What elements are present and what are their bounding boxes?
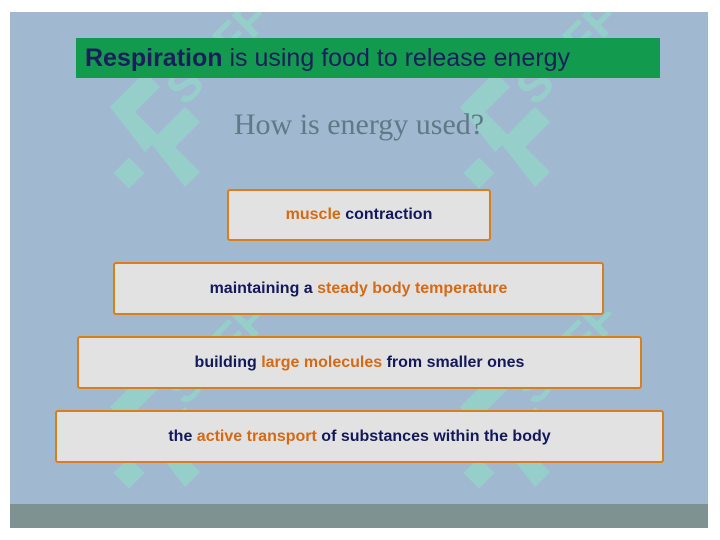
energy-use-item: the active transport of substances withi… xyxy=(55,410,664,463)
slide: SOFF SOFF SOFF SOFF Respi xyxy=(10,12,708,528)
item-text-segment: maintaining a xyxy=(209,279,318,297)
energy-use-item: building large molecules from smaller on… xyxy=(77,336,642,389)
item-text-segment: steady body temperature xyxy=(317,279,508,297)
bottom-band xyxy=(10,504,708,528)
item-text-segment: the xyxy=(168,427,197,445)
item-text-segment: from smaller ones xyxy=(382,353,525,371)
slide-title: Respiration is using food to release ene… xyxy=(76,38,660,78)
item-text-segment: building xyxy=(194,353,262,371)
energy-use-item: muscle contraction xyxy=(227,189,491,241)
item-text-segment: contraction xyxy=(340,206,433,223)
item-text-segment: muscle xyxy=(285,206,341,223)
title-text: is using food to release energy xyxy=(222,43,570,72)
item-text-segment: of substances within the body xyxy=(316,427,551,445)
title-keyword: Respiration xyxy=(85,43,223,72)
slide-subtitle: How is energy used? xyxy=(233,108,485,141)
item-text-segment: active transport xyxy=(196,427,317,445)
item-text-segment: large molecules xyxy=(261,353,383,371)
energy-use-item: maintaining a steady body temperature xyxy=(113,262,604,315)
